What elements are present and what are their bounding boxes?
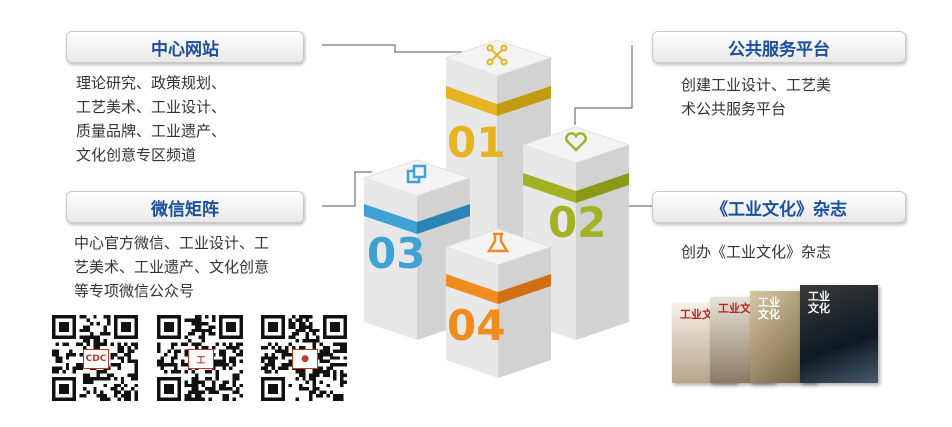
- pillar-number-03: 03: [367, 229, 425, 278]
- overlapping-squares-icon: [406, 164, 427, 184]
- magazine-description: 创办《工业文化》杂志: [681, 243, 832, 261]
- public-service-platform-title[interactable]: 公共服务平台: [652, 31, 906, 63]
- connector-center-website: [322, 44, 465, 53]
- magazine-title[interactable]: 《工业文化》杂志: [652, 191, 906, 223]
- connector-public-service: [574, 45, 633, 125]
- magazine-cover-title: 工业 文化: [758, 296, 780, 321]
- qr-pattern: [261, 315, 347, 401]
- qr-pattern: [52, 315, 138, 401]
- connector-wechat: [322, 171, 372, 207]
- pillar-number-04: 04: [447, 301, 505, 350]
- qr-badge: 工: [188, 349, 214, 369]
- public-service-platform-description: 创建工业设计、工艺美 术公共服务平台: [681, 76, 832, 118]
- magazine-covers: 工业文化 工业文化 工业 文化 工业 文化: [672, 283, 882, 383]
- qr-code-industrial-design[interactable]: 工: [157, 315, 243, 401]
- flask-icon: [486, 232, 510, 253]
- magazine-cover-title: 工业 文化: [808, 290, 830, 315]
- heart-icon: [565, 132, 587, 152]
- wechat-matrix-title[interactable]: 微信矩阵: [66, 191, 304, 223]
- qr-code-official[interactable]: CDC: [52, 315, 138, 401]
- qr-code-arts-crafts[interactable]: ●: [261, 315, 347, 401]
- qr-badge: ●: [292, 349, 318, 369]
- center-website-title[interactable]: 中心网站: [66, 31, 304, 63]
- wechat-matrix-description: 中心官方微信、工业设计、工 艺美术、工业遗产、文化创意 等专项微信公众号: [74, 234, 270, 300]
- center-website-description: 理论研究、政策规划、 工艺美术、工业设计、 质量品牌、工业遗产、 文化创意专区频…: [76, 74, 227, 164]
- pillar-number-02: 02: [548, 198, 606, 247]
- magazine-cover[interactable]: 工业 文化: [800, 285, 878, 383]
- network-nodes-icon: [486, 44, 508, 66]
- pillar-number-01: 01: [447, 118, 505, 167]
- qr-badge: CDC: [83, 349, 109, 369]
- pillar-04: 04: [444, 228, 553, 378]
